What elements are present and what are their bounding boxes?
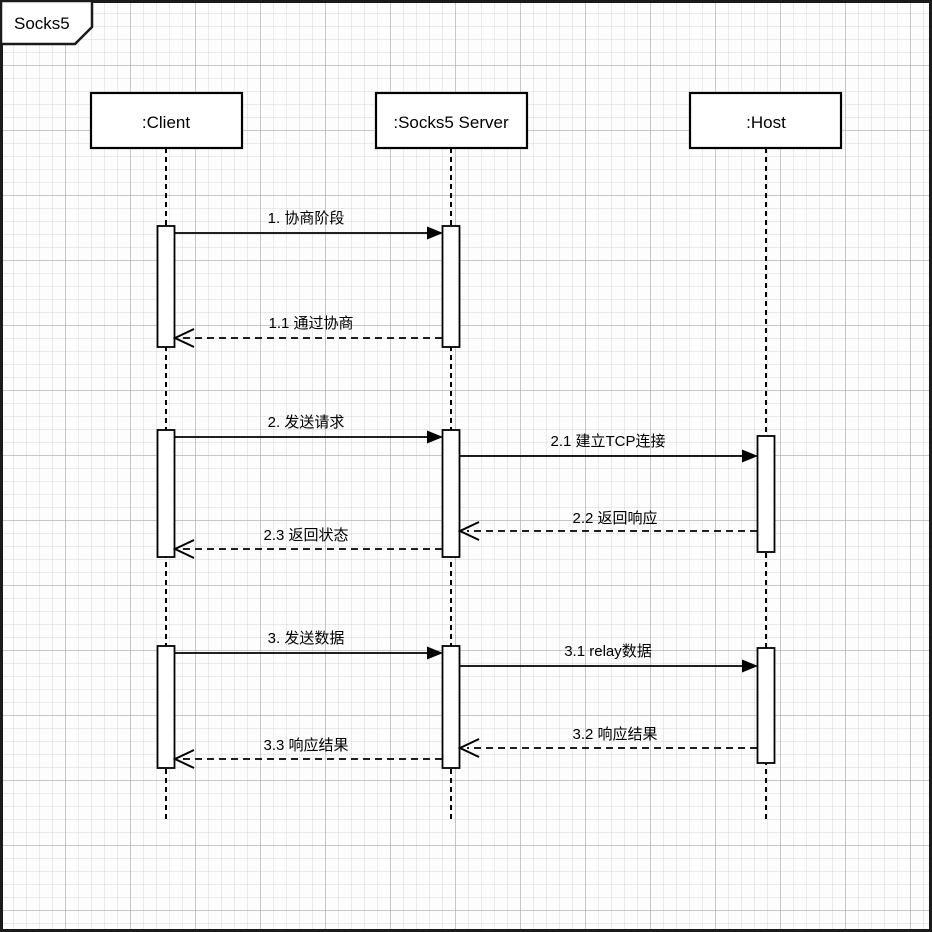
activation-bar (756, 435, 776, 553)
message-label-1: 1. 协商阶段 (268, 210, 345, 227)
arrowhead-open (172, 749, 195, 769)
arrowhead-open (457, 521, 480, 541)
message-3-2[interactable]: 3.2 响应结果 (457, 725, 757, 758)
message-2-1[interactable]: 2.1 建立TCP连接 (460, 433, 758, 463)
activation-bar (156, 429, 176, 558)
lifeline-box-host[interactable] (688, 91, 843, 150)
message-label-3-3: 3.3 响应结果 (263, 736, 348, 754)
activation-bar (441, 225, 461, 348)
message-2[interactable]: 2. 发送请求 (175, 414, 443, 444)
activation-bar (156, 225, 176, 348)
activation-bar (441, 645, 461, 769)
arrowhead-open (457, 738, 480, 758)
lifeline-box-client[interactable] (89, 91, 244, 150)
lifeline-box-socks5-server[interactable] (374, 91, 529, 150)
arrowhead-filled (742, 449, 758, 463)
message-label-2-3: 2.3 返回状态 (263, 527, 348, 544)
message-label-1-1: 1.1 通过协商 (268, 315, 353, 332)
lifeline-label-host: :Host (746, 113, 786, 132)
message-2-3[interactable]: 2.3 返回状态 (172, 527, 442, 559)
lifeline-label-socks5-server: :Socks5 Server (393, 113, 509, 132)
message-1-1[interactable]: 1.1 通过协商 (172, 315, 442, 348)
arrowhead-filled (427, 226, 443, 240)
frame-tab-label: Socks5 (14, 14, 70, 33)
message-2-2[interactable]: 2.2 返回响应 (457, 509, 757, 541)
message-3-1[interactable]: 3.1 relay数据 (460, 643, 758, 673)
message-3-3[interactable]: 3.3 响应结果 (172, 736, 442, 769)
arrowhead-filled (427, 646, 443, 660)
message-label-2-2: 2.2 返回响应 (572, 509, 657, 527)
message-1[interactable]: 1. 协商阶段 (175, 210, 443, 240)
arrowhead-open (172, 539, 195, 559)
activation-bar (756, 647, 776, 764)
activation-bar (441, 429, 461, 558)
arrowhead-open (172, 328, 195, 348)
arrowhead-filled (742, 659, 758, 673)
message-label-2-1: 2.1 建立TCP连接 (550, 433, 665, 450)
frame-tab-shape (0, 0, 94, 46)
message-label-3-2: 3.2 响应结果 (572, 725, 657, 743)
message-label-2: 2. 发送请求 (268, 414, 345, 431)
message-3[interactable]: 3. 发送数据 (175, 630, 443, 660)
message-label-3-1: 3.1 relay数据 (564, 643, 652, 660)
message-label-3: 3. 发送数据 (268, 630, 345, 647)
lifeline-label-client: :Client (142, 113, 190, 132)
arrowhead-filled (427, 430, 443, 444)
activation-bar (156, 645, 176, 769)
